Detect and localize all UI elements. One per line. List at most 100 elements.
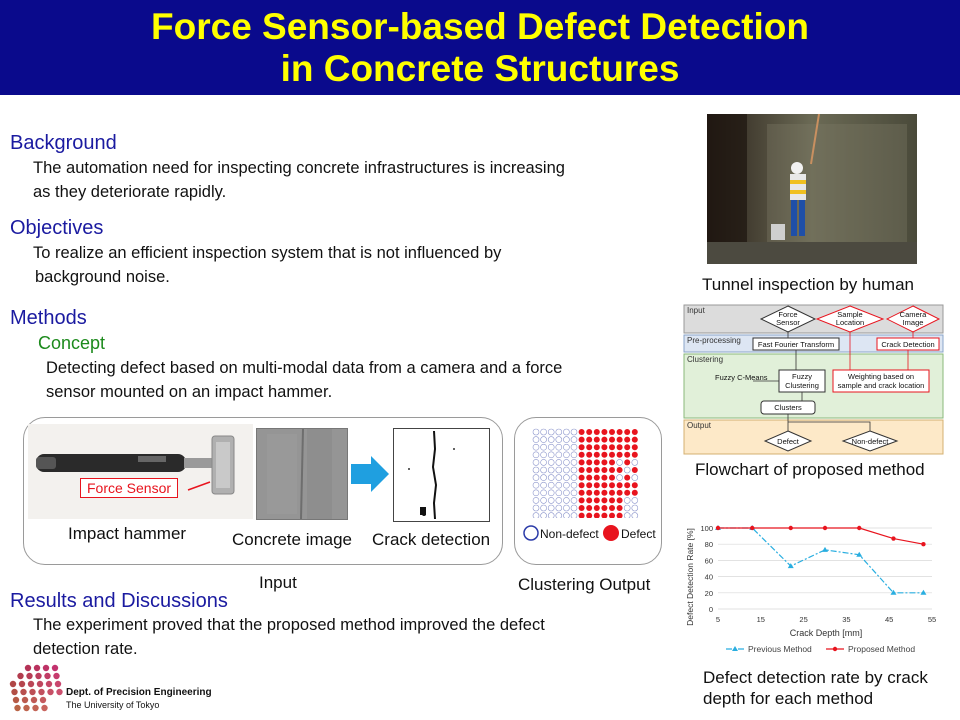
logo-dept: Dept. of Precision Engineering [66,687,212,698]
cluster-point-defect [586,444,593,451]
cluster-point-defect [616,497,623,504]
cluster-point-nondefect [563,443,570,451]
cluster-point-defect [586,467,593,473]
cluster-point-nondefect [631,497,639,504]
cluster-point-nondefect [532,436,540,443]
logo-dot [41,704,48,712]
chart-caption-line-1: Defect detection rate by crack [703,668,928,687]
cluster-point-nondefect [570,436,578,443]
cluster-point-defect [578,512,585,518]
cluster-point-nondefect [547,428,555,436]
cluster-point-defect [593,489,600,496]
cluster-point-nondefect [547,451,555,459]
cluster-point-defect [631,482,638,489]
cluster-point-nondefect [547,512,555,518]
logo-dot [21,696,29,704]
cluster-point-nondefect [570,512,578,518]
cluster-point-nondefect [570,489,578,497]
flowchart-caption: Flowchart of proposed method [695,460,925,479]
defect-marker-icon [603,525,619,541]
cluster-point-nondefect [570,497,578,504]
cluster-point-nondefect [623,466,631,474]
objectives-line-1: To realize an efficient inspection syste… [33,244,502,262]
fuzzy-cmeans-text: Fuzzy C-Means [715,373,768,382]
chart-point [920,589,927,595]
results-heading: Results and Discussions [10,590,228,612]
logo-dot [11,688,18,696]
cluster-point-defect [586,482,593,489]
chart-x-tick: 35 [842,615,850,624]
cluster-point-nondefect [555,474,563,481]
chart-series-line [718,527,924,545]
cluster-point-defect [631,429,638,435]
title-line-2: in Concrete Structures [280,48,680,89]
cluster-point-defect [601,489,608,496]
cluster-point-nondefect [563,459,570,466]
sample-location-text-2: Location [836,318,864,327]
flowchart: Input Pre-processing Clustering Output F… [683,304,944,455]
logo-dot [47,688,54,696]
methods-line-2: sensor mounted on an impact hammer. [46,383,333,401]
cluster-point-defect [593,436,600,443]
chart-y-tick: 40 [705,573,713,582]
cluster-point-nondefect [547,443,555,451]
results-line-1: The experiment proved that the proposed … [33,616,545,634]
cluster-point-defect [593,497,600,504]
background-text: The automation need for inspecting concr… [33,156,565,204]
chart-point [788,525,793,531]
logo-dot [32,704,39,712]
cluster-point-defect [624,436,631,443]
fft-text: Fast Fourier Transform [758,340,834,349]
cluster-point-defect [601,467,608,473]
cluster-point-nondefect [547,497,555,504]
cluster-point-nondefect [547,459,555,466]
cluster-point-nondefect [532,459,540,466]
concrete-image [256,428,348,520]
chart-series [715,525,927,595]
logo-dot [54,680,62,688]
background-line-2: as they deteriorate rapidly. [33,183,227,201]
cluster-point-nondefect [540,443,547,451]
cluster-point-nondefect [570,474,578,481]
cluster-point-defect [601,474,608,481]
logo-dot [51,664,59,672]
logo-dot [56,688,63,696]
logo-dot [29,688,36,696]
cluster-point-defect [609,497,615,504]
tunnel-inspection-image [707,114,917,264]
logo-dot [38,688,45,696]
logo-dot [27,680,35,688]
cluster-point-defect [601,451,608,458]
cluster-point-defect [601,505,608,511]
objectives-text: To realize an efficient inspection syste… [33,241,501,289]
cluster-point-defect [586,489,593,496]
cluster-point-defect [624,474,631,481]
cluster-point-defect [578,497,585,504]
cluster-point-defect [609,474,615,481]
cluster-point-nondefect [563,512,570,518]
dept-logo-icon [9,664,63,712]
cluster-point-nondefect [555,504,563,512]
cluster-point-defect [578,505,585,511]
chart-x-tick: 45 [885,615,893,624]
cluster-point-defect [624,451,631,458]
logo-dot [39,696,47,704]
cluster-point-defect [593,474,600,481]
crack-detection-image [393,428,490,522]
concrete-texture [257,428,347,520]
cluster-point-nondefect [532,497,540,504]
nondefect-node-text: Non-defect [852,437,890,446]
force-sensor-text-1: Force [778,310,797,319]
logo-dot [42,664,50,672]
cluster-point-nondefect [540,474,547,481]
logo-dot [26,672,33,680]
cluster-point-nondefect [631,512,639,518]
cluster-point-nondefect [547,474,555,481]
chart-x-tick: 5 [716,615,720,624]
objectives-heading: Objectives [10,217,104,239]
cluster-point-defect [578,467,585,473]
cluster-point-defect [631,444,638,451]
cluster-point-nondefect [555,428,563,436]
